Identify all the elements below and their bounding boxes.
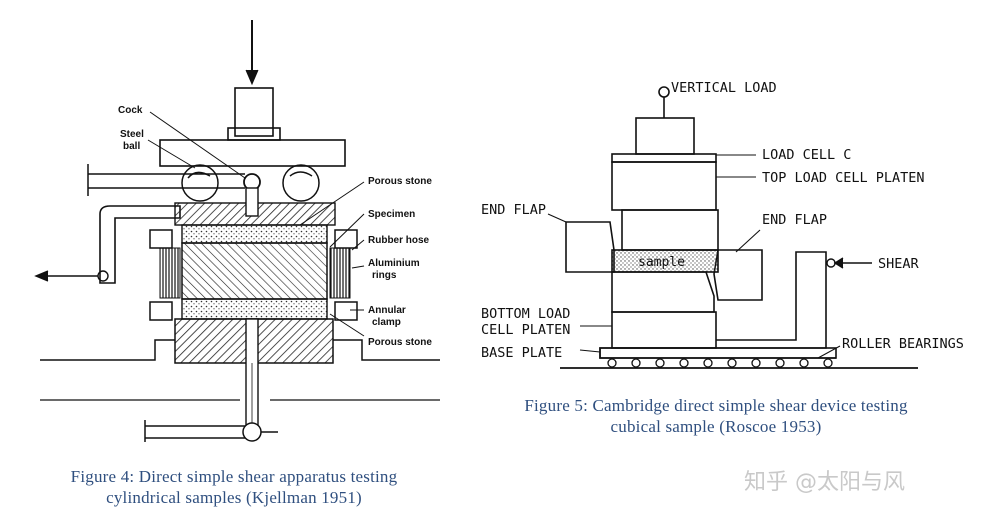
l-frame	[99, 205, 181, 284]
load-cell-block	[635, 117, 695, 155]
label-porous-stone-bottom: Porous stone	[368, 337, 432, 348]
label-bottom-load: BOTTOM LOAD	[481, 306, 570, 322]
clamp-bottom-left	[149, 301, 173, 321]
label-end-flap-right: END FLAP	[762, 212, 827, 228]
label-specimen: Specimen	[368, 209, 415, 220]
label-roller-bearings: ROLLER BEARINGS	[842, 336, 964, 352]
end-flap-left	[565, 221, 615, 273]
vertical-load-ball	[658, 86, 670, 98]
bottom-load-cell-platen	[611, 311, 717, 349]
figure-4-diagram: Cock Steel ball Porous stone Specimen Ru…	[34, 20, 440, 442]
end-flap-right	[713, 249, 763, 301]
figure-5-caption: Figure 5: Cambridge direct simple shear …	[466, 395, 966, 437]
figure-4-caption-line2: cylindrical samples (Kjellman 1951)	[106, 488, 362, 507]
aluminium-rings-right	[329, 247, 351, 299]
load-arrow	[245, 20, 259, 86]
base-plate	[599, 347, 837, 359]
label-ball: ball	[123, 141, 140, 152]
bottom-valve	[144, 420, 278, 442]
label-clamp: clamp	[372, 317, 401, 328]
label-shear: SHEAR	[878, 256, 920, 272]
base	[40, 339, 440, 361]
label-sample: sample	[638, 255, 685, 270]
leader-lines-5	[547, 154, 841, 359]
label-cock: Cock	[118, 105, 143, 116]
label-load-cell-c: LOAD CELL C	[762, 147, 851, 163]
guide-rods	[87, 164, 245, 196]
roller-bearings	[607, 358, 833, 368]
lower-column	[611, 271, 715, 313]
figure-4-caption: Figure 4: Direct simple shear apparatus …	[14, 466, 454, 508]
label-porous-stone-top: Porous stone	[368, 176, 432, 187]
label-rings: rings	[372, 270, 397, 281]
label-end-flap-left: END FLAP	[481, 202, 546, 218]
steel-balls	[181, 164, 320, 202]
label-vertical-load: VERTICAL LOAD	[671, 80, 777, 96]
label-annular: Annular	[368, 305, 406, 316]
load-cell-c	[611, 153, 717, 163]
watermark: 知乎 @太阳与风	[744, 470, 905, 495]
clamp-bottom-right	[334, 301, 358, 321]
label-cell-platen: CELL PLATEN	[481, 322, 570, 338]
top-load-cell-platen	[611, 161, 717, 211]
figure-5-caption-line2: cubical sample (Roscoe 1953)	[610, 417, 822, 436]
aluminium-rings-left	[159, 247, 181, 299]
label-aluminium: Aluminium	[368, 258, 420, 269]
pull-arrow	[34, 270, 109, 282]
top-plate	[159, 139, 346, 167]
label-base-plate: BASE PLATE	[481, 345, 562, 361]
figure-5-caption-line1: Figure 5: Cambridge direct simple shear …	[524, 396, 908, 415]
shear-arrow	[826, 257, 872, 269]
figure-4-caption-line1: Figure 4: Direct simple shear apparatus …	[70, 467, 398, 486]
leader-lines	[147, 111, 365, 337]
drain-stem-top	[245, 187, 259, 217]
figure-5-diagram: VERTICAL LOAD LOAD CELL C TOP LOAD CELL …	[481, 80, 964, 369]
label-top-load-cell-platen: TOP LOAD CELL PLATEN	[762, 170, 925, 186]
label-steel: Steel	[120, 129, 144, 140]
label-rubber-hose: Rubber hose	[368, 235, 430, 246]
upper-column	[621, 209, 719, 251]
